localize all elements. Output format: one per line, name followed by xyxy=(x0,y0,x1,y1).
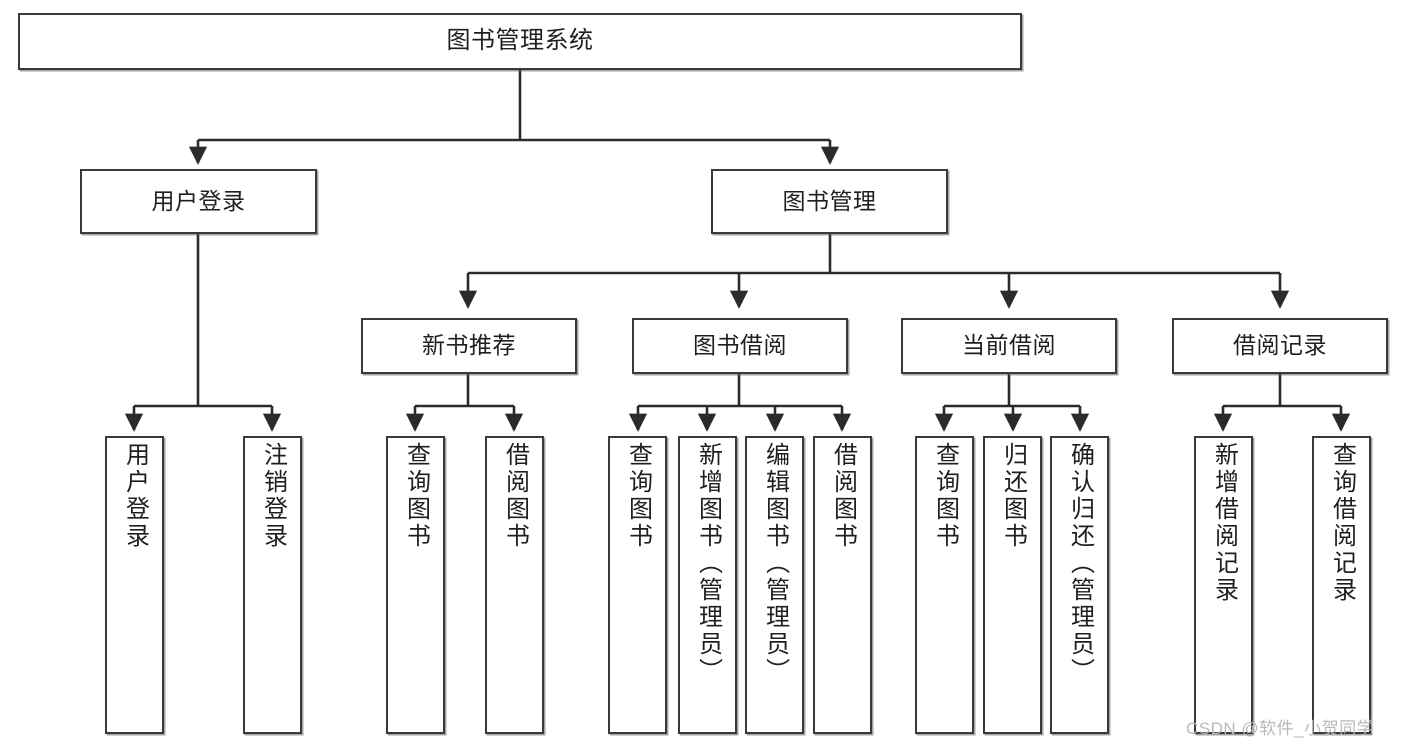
node-label: 用户登录 xyxy=(121,442,149,550)
node-leaf-current-borrow-confirm-return-admin[interactable]: 确认归还（管理员） xyxy=(1050,436,1109,734)
node-label: 查询图书 xyxy=(402,442,430,550)
node-label: 用户登录 xyxy=(151,187,246,214)
node-leaf-borrow-record-query-record[interactable]: 查询借阅记录 xyxy=(1312,436,1371,734)
node-label: 新增图书（管理员） xyxy=(694,442,722,685)
node-leaf-user-login-login[interactable]: 用户登录 xyxy=(105,436,164,734)
node-label: 图书借阅 xyxy=(693,332,787,359)
node-label: 注销登录 xyxy=(259,442,287,550)
node-label: 图书管理 xyxy=(782,187,877,214)
node-leaf-new-book-borrow-book[interactable]: 借阅图书 xyxy=(485,436,544,734)
node-book-borrow[interactable]: 图书借阅 xyxy=(632,318,848,374)
node-borrow-record[interactable]: 借阅记录 xyxy=(1172,318,1388,374)
node-label: 查询图书 xyxy=(931,442,959,550)
node-label: 新增借阅记录 xyxy=(1210,442,1238,604)
node-leaf-borrow-record-add-record[interactable]: 新增借阅记录 xyxy=(1194,436,1253,734)
node-label: 编辑图书（管理员） xyxy=(761,442,789,685)
node-new-book-recommend[interactable]: 新书推荐 xyxy=(361,318,577,374)
node-label: 借阅记录 xyxy=(1233,332,1327,359)
node-book-management[interactable]: 图书管理 xyxy=(711,169,948,234)
node-leaf-book-borrow-query-book[interactable]: 查询图书 xyxy=(608,436,667,734)
node-label: 借阅图书 xyxy=(829,442,857,550)
node-label: 查询借阅记录 xyxy=(1328,442,1356,604)
node-leaf-current-borrow-return-book[interactable]: 归还图书 xyxy=(983,436,1042,734)
node-root-book-management-system[interactable]: 图书管理系统 xyxy=(18,13,1022,70)
node-leaf-user-login-logout[interactable]: 注销登录 xyxy=(243,436,302,734)
csdn-watermark: CSDN @软件_小贺同学 xyxy=(1186,719,1375,738)
node-label: 查询图书 xyxy=(624,442,652,550)
node-current-borrow[interactable]: 当前借阅 xyxy=(901,318,1117,374)
node-leaf-new-book-query-book[interactable]: 查询图书 xyxy=(386,436,445,734)
node-label: 借阅图书 xyxy=(501,442,529,550)
node-leaf-book-borrow-edit-book-admin[interactable]: 编辑图书（管理员） xyxy=(745,436,804,734)
node-label: 确认归还（管理员） xyxy=(1066,442,1094,685)
node-label: 图书管理系统 xyxy=(446,27,594,55)
node-leaf-current-borrow-query-book[interactable]: 查询图书 xyxy=(915,436,974,734)
node-label: 归还图书 xyxy=(999,442,1027,550)
node-label: 当前借阅 xyxy=(962,332,1056,359)
node-label: 新书推荐 xyxy=(422,332,516,359)
node-leaf-book-borrow-borrow-book[interactable]: 借阅图书 xyxy=(813,436,872,734)
node-leaf-book-borrow-add-book-admin[interactable]: 新增图书（管理员） xyxy=(678,436,737,734)
node-user-login[interactable]: 用户登录 xyxy=(80,169,317,234)
